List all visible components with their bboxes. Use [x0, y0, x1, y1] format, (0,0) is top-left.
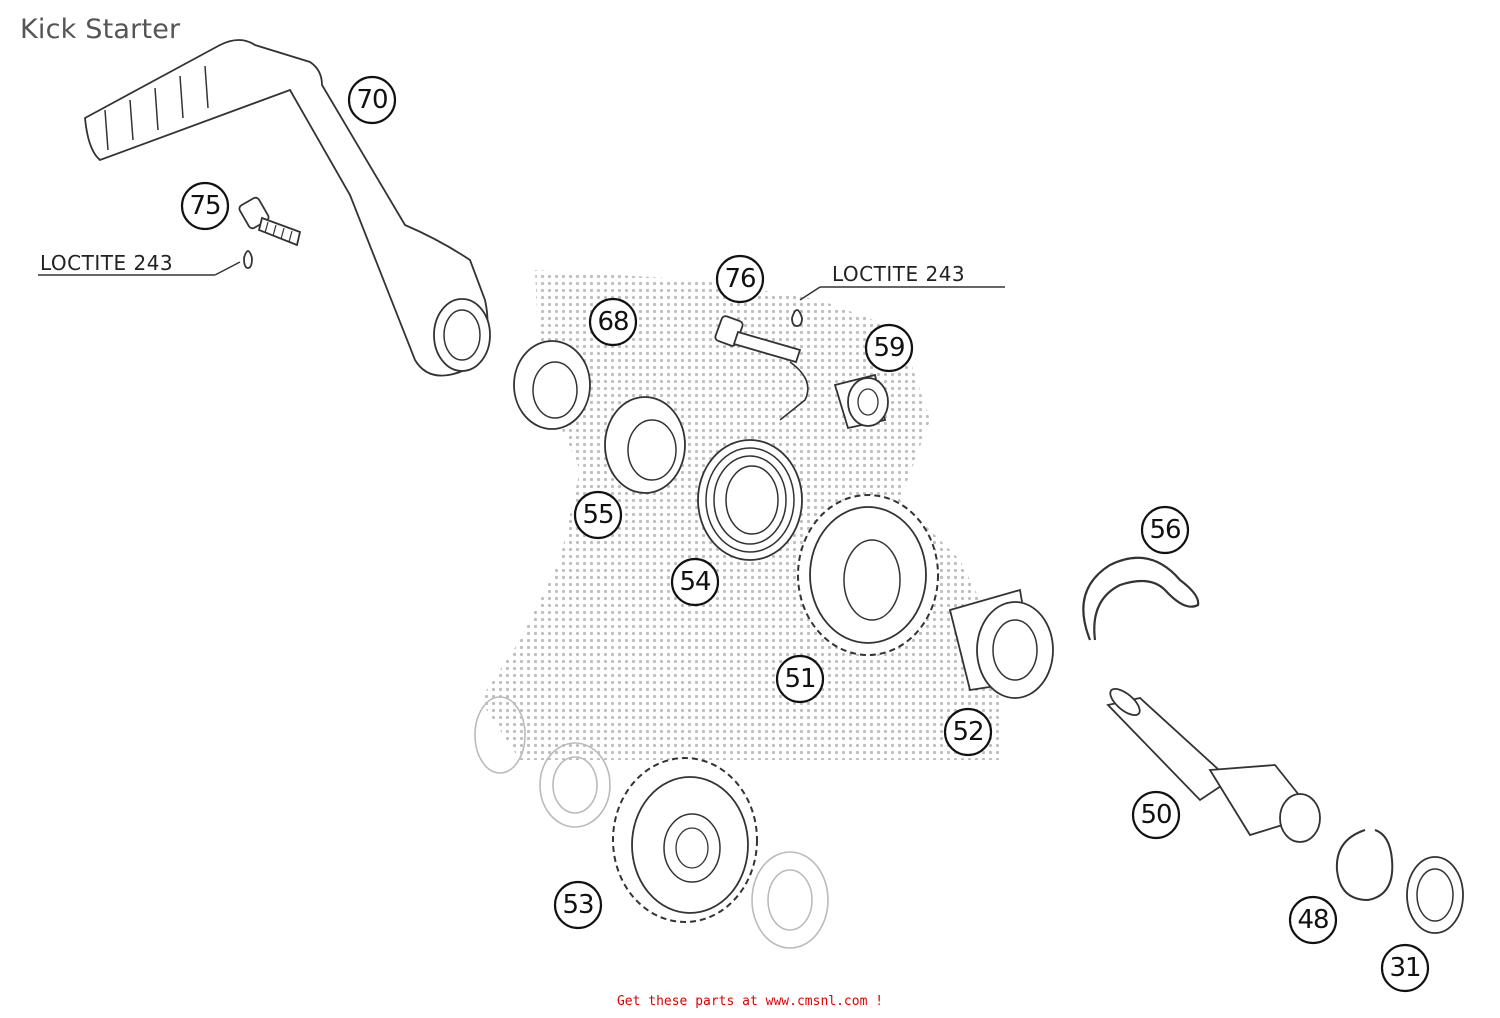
svg-text:76: 76: [724, 264, 755, 294]
callout-54[interactable]: 54: [670, 557, 720, 607]
svg-text:53: 53: [562, 890, 593, 920]
note-loctite-right: LOCTITE 243: [832, 262, 965, 286]
svg-text:50: 50: [1140, 800, 1171, 830]
spring-54-part[interactable]: [697, 439, 803, 561]
washer-31-part[interactable]: [1406, 856, 1464, 934]
callout-48[interactable]: 48: [1288, 895, 1338, 945]
circlip-48-part[interactable]: [1335, 829, 1394, 902]
svg-text:56: 56: [1149, 515, 1180, 545]
callout-31[interactable]: 31: [1380, 943, 1430, 993]
footer-prefix: Get these parts at: [616, 994, 766, 1009]
seal-68-part[interactable]: [513, 340, 591, 430]
callout-52[interactable]: 52: [943, 707, 993, 757]
callout-68[interactable]: 68: [588, 297, 638, 347]
callout-53[interactable]: 53: [553, 880, 603, 930]
callout-75[interactable]: 75: [180, 181, 230, 231]
bolt-75-part[interactable]: [238, 196, 302, 269]
callout-50[interactable]: 50: [1131, 790, 1181, 840]
svg-text:31: 31: [1389, 953, 1420, 983]
callout-55[interactable]: 55: [573, 490, 623, 540]
svg-text:54: 54: [679, 567, 711, 597]
callout-56[interactable]: 56: [1140, 505, 1190, 555]
svg-text:48: 48: [1297, 905, 1328, 935]
kick-shaft-50-part[interactable]: [1106, 684, 1321, 843]
footer: Get these parts at www.cmsnl.com !: [0, 994, 1500, 1009]
kick-gear-51-part[interactable]: [797, 494, 939, 656]
svg-text:51: 51: [784, 664, 815, 694]
spring-clip-56-part[interactable]: [1082, 556, 1200, 641]
note-loctite-left: LOCTITE 243: [40, 251, 173, 275]
page-title: Kick Starter: [20, 14, 181, 45]
callout-51[interactable]: 51: [775, 654, 825, 704]
footer-link[interactable]: www.cmsnl.com: [765, 994, 868, 1009]
footer-suffix: !: [867, 994, 884, 1009]
callout-76[interactable]: 76: [715, 254, 765, 304]
note-left-leader: [38, 261, 241, 276]
bushing-59-part[interactable]: [833, 373, 889, 430]
faint-rings-part[interactable]: [474, 696, 611, 828]
note-right-leader: [799, 286, 1005, 301]
svg-text:70: 70: [356, 85, 387, 115]
kick-lever-part[interactable]: [84, 39, 491, 377]
svg-text:59: 59: [873, 333, 904, 363]
svg-text:68: 68: [597, 307, 628, 337]
svg-text:75: 75: [189, 191, 220, 221]
callout-70[interactable]: 70: [347, 75, 397, 125]
intermediate-gear-53-part[interactable]: [612, 757, 758, 923]
svg-text:52: 52: [952, 717, 983, 747]
washer-53-part[interactable]: [751, 851, 829, 949]
screw-76-part[interactable]: [714, 309, 809, 421]
ratchet-52-part[interactable]: [948, 588, 1054, 699]
svg-text:55: 55: [582, 500, 613, 530]
sleeve-55-part[interactable]: [604, 396, 686, 494]
callout-59[interactable]: 59: [864, 323, 914, 373]
